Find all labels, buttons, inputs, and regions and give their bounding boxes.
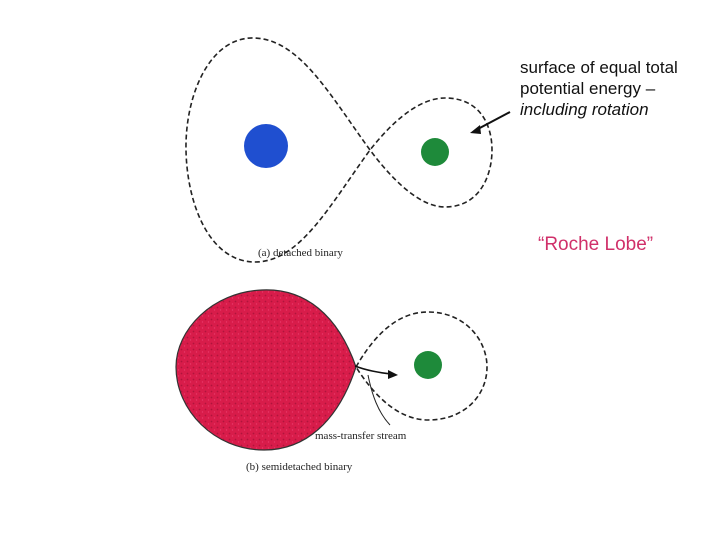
annotation-line-3: including rotation xyxy=(520,100,649,120)
primary-star-a xyxy=(244,124,288,168)
stream-arrow-head xyxy=(388,370,398,379)
stream-label: mass-transfer stream xyxy=(315,430,406,442)
annotation-line-1: surface of equal total xyxy=(520,58,678,78)
companion-star-a xyxy=(421,138,449,166)
companion-star-b xyxy=(414,351,442,379)
caption-detached-binary: (a) detached binary xyxy=(258,247,343,259)
stream-label-leader xyxy=(368,375,390,425)
roche-lobe-label: “Roche Lobe” xyxy=(538,234,653,256)
roche-lobe-filled xyxy=(176,290,356,450)
annotation-arrow-head xyxy=(470,125,481,134)
annotation-arrow-line xyxy=(476,112,510,130)
caption-semidetached-binary: (b) semidetached binary xyxy=(246,461,352,473)
annotation-line-2: potential energy – xyxy=(520,79,655,99)
mass-transfer-stream xyxy=(355,366,392,374)
